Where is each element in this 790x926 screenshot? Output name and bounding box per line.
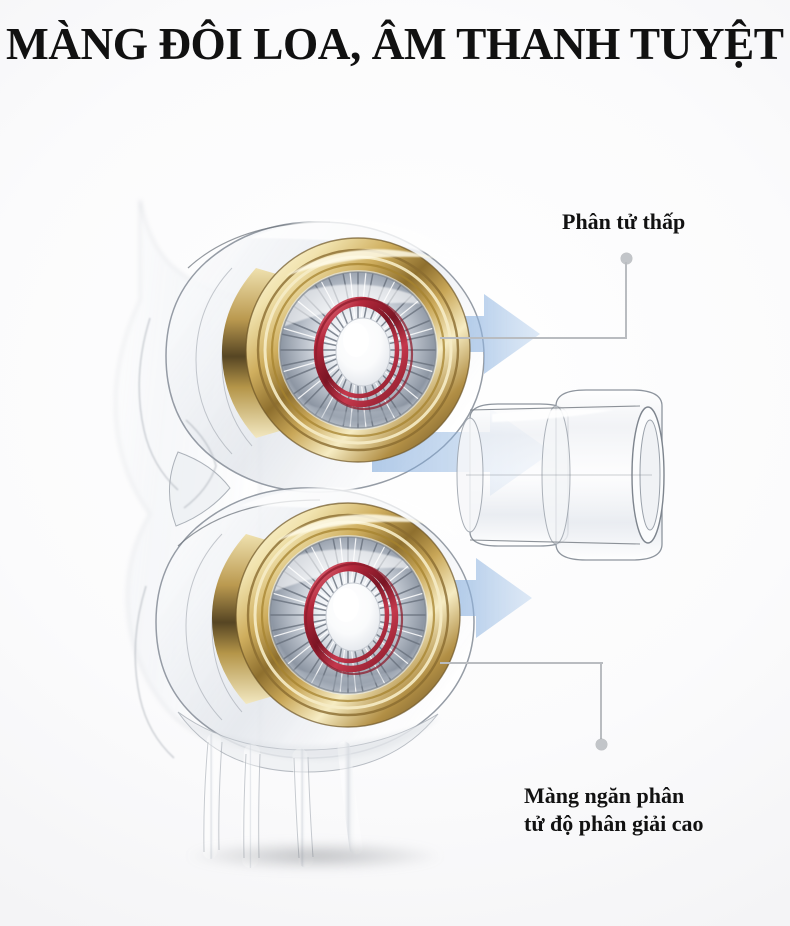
floor-shadow: [150, 838, 480, 874]
callout-label-low-molecular: Phân tử thấp: [562, 209, 686, 234]
callout-leader-horizontal-bottom: [440, 662, 603, 664]
sound-nozzle: [456, 389, 665, 561]
upper-driver: [222, 237, 471, 463]
page-title: MÀNG ĐÔI LOA, ÂM THANH TUYỆT HẢO: [6, 18, 790, 69]
callout-leader-vertical-top: [625, 262, 627, 338]
callout-leader-horizontal-top: [440, 337, 627, 339]
callout-dot-low-molecular: [621, 253, 632, 264]
callout-dot-high-resolution: [596, 739, 607, 750]
callout-label-line-2: tử độ phân giải cao: [524, 811, 704, 837]
earphone-cables: [170, 711, 440, 868]
callout-leader-vertical-bottom: [600, 662, 602, 742]
lower-driver: [212, 502, 461, 728]
callout-label-high-resolution: Màng ngăn phân tử độ phân giải cao: [524, 782, 703, 838]
callout-label-line-1: Màng ngăn phân: [524, 783, 685, 808]
